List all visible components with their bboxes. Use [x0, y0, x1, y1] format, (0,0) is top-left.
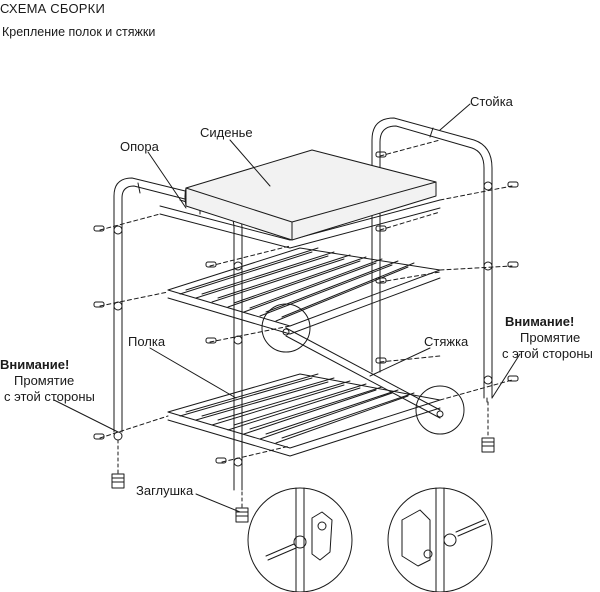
warning-left-line1: Промятие	[14, 373, 75, 388]
tie-rod	[282, 327, 444, 419]
bolt-guide-lines	[99, 139, 513, 463]
label-styazhka: Стяжка	[424, 334, 469, 349]
detail-magnified-left	[247, 487, 353, 592]
page-subtitle: Крепление полок и стяжки	[2, 25, 156, 39]
label-zaglushka: Заглушка	[136, 483, 194, 498]
label-polka: Полка	[128, 334, 166, 349]
leader-lines	[53, 103, 521, 513]
detail-circle-right-top	[415, 385, 465, 435]
bolts	[93, 151, 519, 467]
warning-right-heading: Внимание!	[505, 314, 575, 329]
upper-shelf	[167, 247, 441, 335]
warning-right-line1: Промятие	[520, 330, 581, 345]
warning-right-line2: с этой стороны	[502, 346, 593, 361]
lower-shelf	[167, 373, 441, 457]
detail-circle-left-top	[261, 303, 311, 353]
warning-left-heading: Внимание!	[0, 357, 70, 372]
label-stoyka: Стойка	[470, 94, 513, 109]
label-opora: Опора	[120, 139, 159, 154]
right-post-frame	[371, 117, 493, 403]
end-plugs	[111, 401, 495, 523]
label-sidenie: Сиденье	[200, 125, 253, 140]
seat-cushion	[184, 149, 437, 241]
detail-magnified-right	[387, 487, 493, 592]
page-title: СХЕМА СБОРКИ	[0, 1, 105, 16]
warning-left-line2: с этой стороны	[4, 389, 95, 404]
